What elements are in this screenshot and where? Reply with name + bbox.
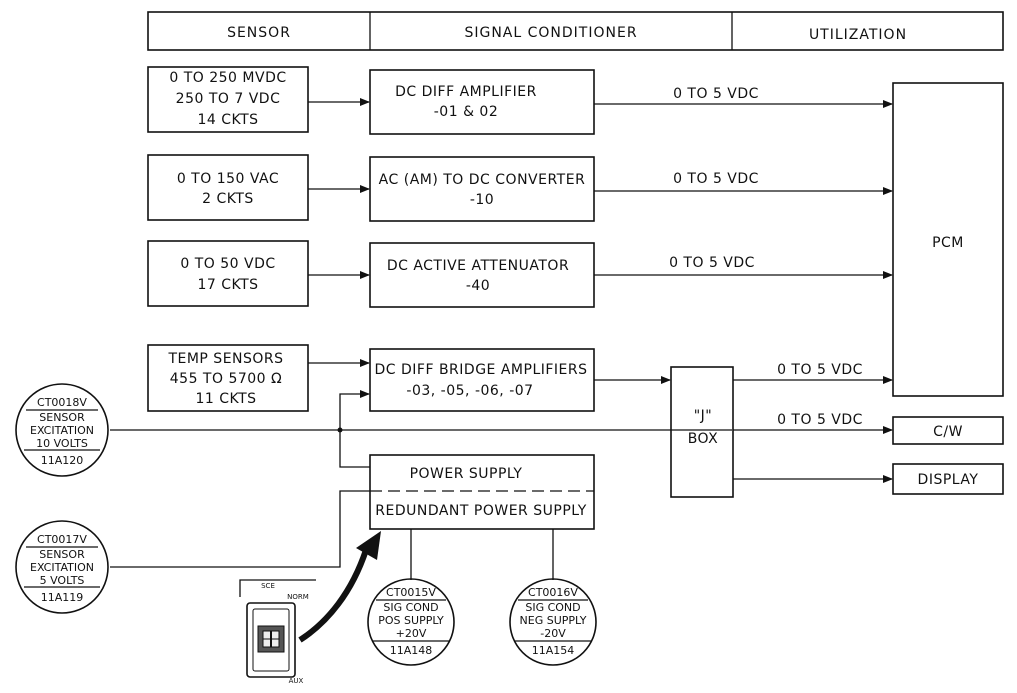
meter-ct0016v-line-1: SIG COND xyxy=(525,601,580,614)
pcm-label: PCM xyxy=(932,235,964,251)
excitation-wiring xyxy=(110,427,732,580)
meter-ct0017v: CT0017V SENSOR EXCITATION 5 VOLTS 11A119 xyxy=(15,520,109,614)
conditioner-4-line-1: DC DIFF BRIDGE AMPLIFIERS xyxy=(374,362,587,378)
meter-ct0017v-line-1: SENSOR xyxy=(39,548,85,561)
meter-ct0018v-line-1: SENSOR xyxy=(39,411,85,424)
signal-label-5: 0 TO 5 VDC xyxy=(777,412,863,428)
meter-ct0017v-id: CT0017V xyxy=(37,533,87,546)
meter-ct0015v-line-3: +20V xyxy=(396,627,427,640)
j-box-label-1: "J" xyxy=(694,408,713,424)
conditioner-box-3: DC ACTIVE ATTENUATOR -40 xyxy=(369,242,595,308)
signal-label-3: 0 TO 5 VDC xyxy=(669,255,755,271)
sce-toggle-switch[interactable] xyxy=(246,602,296,678)
header-utilization: UTILIZATION xyxy=(809,27,907,43)
sensor-4-line-3: 11 CKTS xyxy=(195,391,256,407)
meter-ct0018v: CT0018V SENSOR EXCITATION 10 VOLTS 11A12… xyxy=(15,383,109,477)
sensor-arrows xyxy=(308,98,370,430)
sensor-3-line-1: 0 TO 50 VDC xyxy=(180,256,275,272)
meter-ct0016v-code: 11A154 xyxy=(532,644,575,657)
meter-ct0018v-line-2: EXCITATION xyxy=(30,424,94,437)
sensor-box-3: 0 TO 50 VDC 17 CKTS xyxy=(147,240,309,307)
sensor-2-line-1: 0 TO 150 VAC xyxy=(177,171,279,187)
header-row: SENSOR SIGNAL CONDITIONER UTILIZATION xyxy=(147,11,1004,51)
signal-label-4: 0 TO 5 VDC xyxy=(777,362,863,378)
conditioner-box-1: DC DIFF AMPLIFIER -01 & 02 xyxy=(369,69,595,135)
switch-aux-label: AUX xyxy=(289,677,304,685)
pcm-box: PCM xyxy=(892,82,1004,397)
sensor-1-line-2: 250 TO 7 VDC xyxy=(176,91,281,107)
meter-ct0016v-line-3: -20V xyxy=(540,627,566,640)
conditioner-box-2: AC (AM) TO DC CONVERTER -10 xyxy=(369,156,595,222)
jbox-output-arrows: 0 TO 5 VDC 0 TO 5 VDC xyxy=(733,362,893,483)
sensor-2-line-2: 2 CKTS xyxy=(202,191,254,207)
sensor-box-2: 0 TO 150 VAC 2 CKTS xyxy=(147,154,309,221)
redundant-power-supply-label: REDUNDANT POWER SUPPLY xyxy=(375,503,587,519)
meter-ct0017v-code: 11A119 xyxy=(41,591,84,604)
sensor-1-line-1: 0 TO 250 MVDC xyxy=(169,70,286,86)
switch-norm-label: NORM xyxy=(287,593,309,601)
sensor-box-4: TEMP SENSORS 455 TO 5700 Ω 11 CKTS xyxy=(147,344,309,412)
conditioner-box-4: DC DIFF BRIDGE AMPLIFIERS -03, -05, -06,… xyxy=(369,348,595,412)
power-supply-box: POWER SUPPLY REDUNDANT POWER SUPPLY xyxy=(369,454,595,530)
display-box: DISPLAY xyxy=(892,463,1004,495)
conditioner-to-pcm-arrows: 0 TO 5 VDC 0 TO 5 VDC 0 TO 5 VDC xyxy=(594,86,893,384)
display-label: DISPLAY xyxy=(918,472,979,488)
meter-ct0017v-line-2: EXCITATION xyxy=(30,561,94,574)
meter-ct0016v-line-2: NEG SUPPLY xyxy=(520,614,587,627)
header-sensor: SENSOR xyxy=(227,25,291,41)
conditioner-3-line-1: DC ACTIVE ATTENUATOR xyxy=(387,258,569,274)
power-supply-label: POWER SUPPLY xyxy=(410,466,523,482)
conditioner-1-line-1: DC DIFF AMPLIFIER xyxy=(395,84,537,100)
meter-ct0015v-code: 11A148 xyxy=(390,644,433,657)
meter-ct0018v-code: 11A120 xyxy=(41,454,84,467)
sensor-3-line-2: 17 CKTS xyxy=(197,277,258,293)
j-box: "J" BOX xyxy=(670,366,734,498)
meter-ct0017v-line-3: 5 VOLTS xyxy=(40,574,85,587)
meter-ct0015v-line-1: SIG COND xyxy=(383,601,438,614)
sensor-4-line-2: 455 TO 5700 Ω xyxy=(170,371,282,387)
switch-to-supply-arrow xyxy=(298,531,381,643)
conditioner-3-line-2: -40 xyxy=(466,278,490,294)
meter-ct0018v-id: CT0018V xyxy=(37,396,87,409)
conditioner-1-line-2: -01 & 02 xyxy=(434,104,499,120)
meter-ct0015v-line-2: POS SUPPLY xyxy=(378,614,444,627)
conditioner-4-line-2: -03, -05, -06, -07 xyxy=(406,383,533,399)
conditioner-2-line-1: AC (AM) TO DC CONVERTER xyxy=(379,172,586,188)
sensor-box-1: 0 TO 250 MVDC 250 TO 7 VDC 14 CKTS xyxy=(147,66,309,133)
sce-switch-panel: SCE NORM AUX xyxy=(239,579,316,685)
meter-ct0015v: CT0015V SIG COND POS SUPPLY +20V 11A148 xyxy=(367,578,455,666)
meter-ct0015v-id: CT0015V xyxy=(386,586,436,599)
sensor-1-line-3: 14 CKTS xyxy=(197,112,258,128)
switch-title: SCE xyxy=(261,582,275,590)
sensor-4-line-1: TEMP SENSORS xyxy=(167,351,283,367)
header-signal-conditioner: SIGNAL CONDITIONER xyxy=(464,25,637,41)
signal-label-2: 0 TO 5 VDC xyxy=(673,171,759,187)
meter-ct0016v-id: CT0016V xyxy=(528,586,578,599)
cw-box: C/W xyxy=(892,416,1004,445)
cw-label: C/W xyxy=(933,424,963,440)
j-box-label-2: BOX xyxy=(688,431,719,447)
signal-label-1: 0 TO 5 VDC xyxy=(673,86,759,102)
meter-ct0016v: CT0016V SIG COND NEG SUPPLY -20V 11A154 xyxy=(509,578,597,666)
meter-ct0018v-line-3: 10 VOLTS xyxy=(36,437,88,450)
conditioner-2-line-2: -10 xyxy=(470,192,494,208)
